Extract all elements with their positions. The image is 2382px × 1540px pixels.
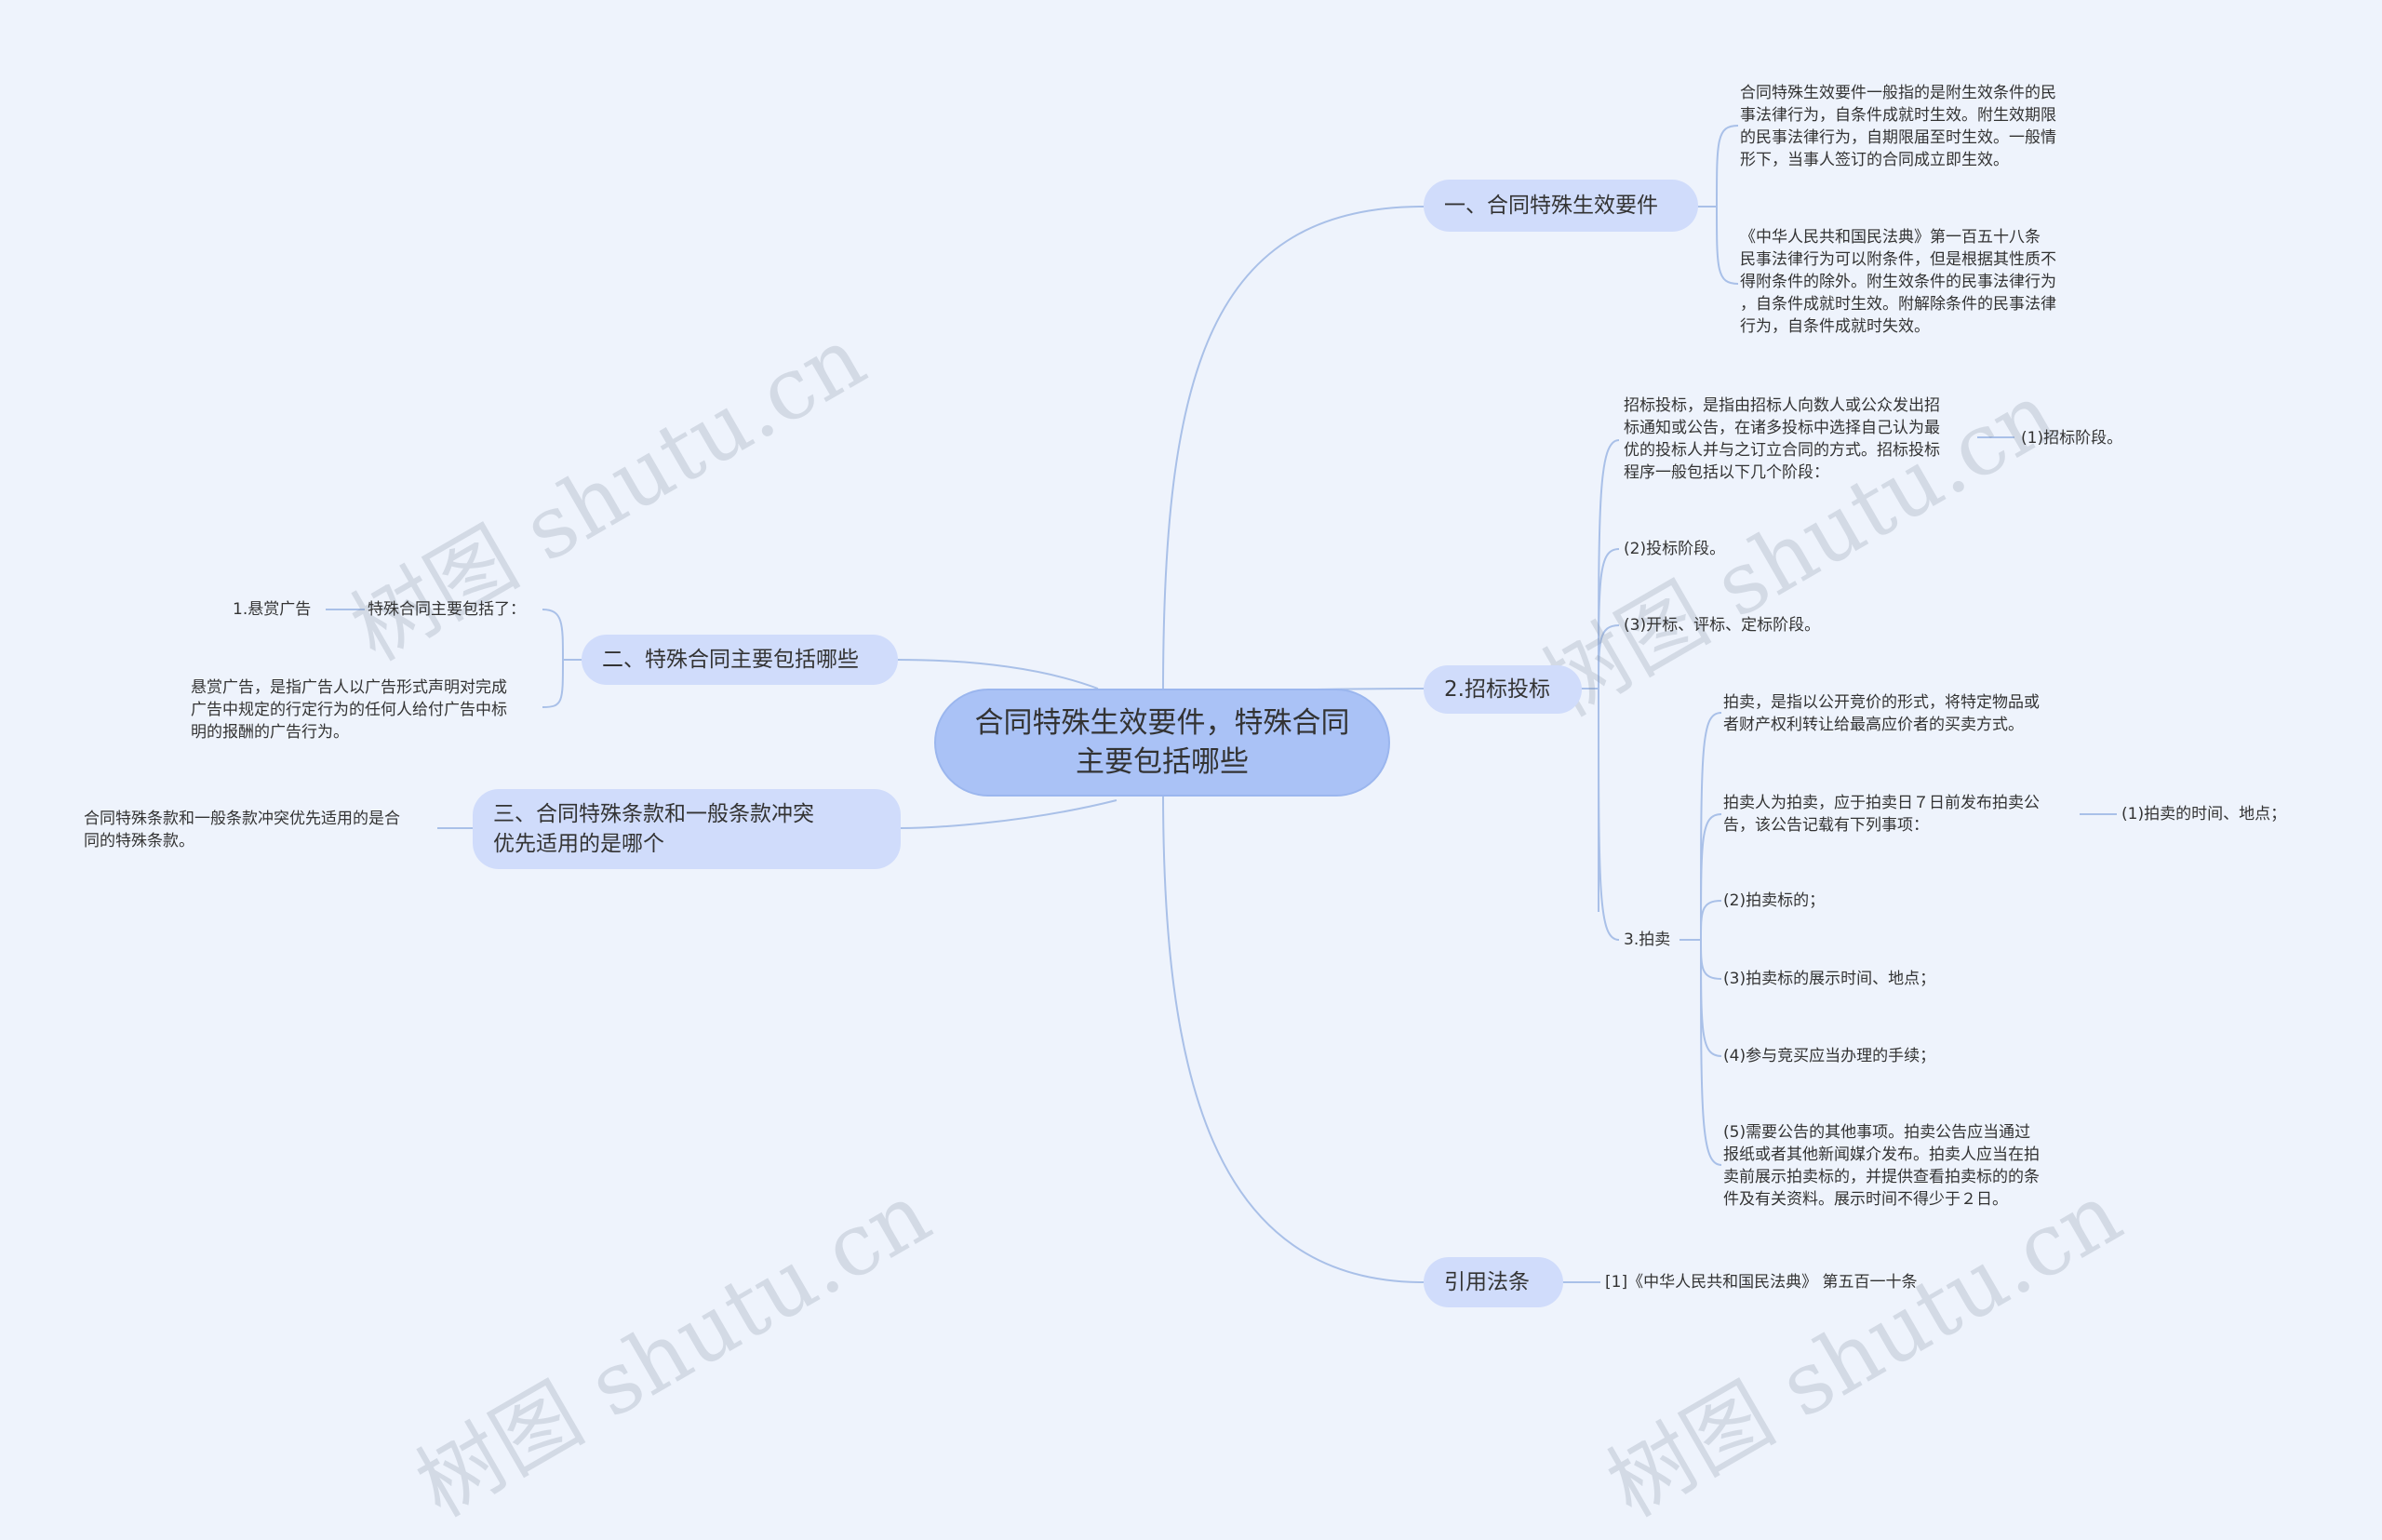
mind-map-canvas: 树图 shutu.cn 树图 shutu.cn 树图 shutu.cn 树图 s… (84, 84, 2287, 1536)
leaf-text: 《中华人民共和国民法典》第一百五十八条 民事法律行为可以附条件，但是根据其性质不… (1740, 228, 2056, 336)
leaf-text: (1)招标阶段。 (2021, 429, 2123, 448)
leaf-text: 招标投标，是指由招标人向数人或公众发出招 标通知或公告，在诸多投标中选择自己认为… (1624, 396, 1940, 482)
leaf-text: (1)拍卖的时间、地点； (2121, 805, 2287, 824)
branch-cited-law[interactable]: 引用法条 (1424, 1257, 1563, 1307)
leaf-text: 拍卖人为拍卖，应于拍卖日７日前发布拍卖公 告，该公告记载有下列事项： (1723, 794, 2040, 835)
branch-special-effective-conditions[interactable]: 一、合同特殊生效要件 (1424, 180, 1698, 232)
leaf-text: 合同特殊生效要件一般指的是附生效条件的民 事法律行为，自条件成就时生效。附生效期… (1740, 84, 2056, 169)
branch-special-contract-types[interactable]: 二、特殊合同主要包括哪些 (582, 635, 898, 685)
leaf-text: (3)拍卖标的展示时间、地点； (1723, 970, 1936, 988)
leaf-text: 悬赏广告，是指广告人以广告形式声明对完成 广告中规定的行定行为的任何人给付广告中… (191, 678, 507, 742)
leaf-text: 拍卖，是指以公开竞价的形式，将特定物品或 者财产权利转让给最高应价者的买卖方式。 (1723, 693, 2040, 734)
leaf-text: (4)参与竞买应当办理的手续； (1723, 1047, 1936, 1065)
leaf-text: (3)开标、评标、定标阶段。 (1624, 616, 1821, 635)
leaf-text: 合同特殊条款和一般条款冲突优先适用的是合 同的特殊条款。 (84, 810, 400, 850)
branch-clause-conflict[interactable]: 三、合同特殊条款和一般条款冲突 优先适用的是哪个 (473, 789, 901, 869)
leaf-text: 1.悬赏广告 (233, 600, 312, 619)
auction-label[interactable]: 3.拍卖 (1624, 931, 1671, 949)
connector-lines (326, 125, 2117, 1283)
leaf-text: 特殊合同主要包括了： (368, 600, 526, 619)
leaf-text: [1]《中华人民共和国民法典》 第五百一十条 (1605, 1273, 1918, 1292)
root-topic[interactable]: 合同特殊生效要件，特殊合同主要包括哪些 (934, 689, 1390, 797)
leaf-text: (2)拍卖标的； (1723, 891, 1826, 910)
leaf-text: (2)投标阶段。 (1624, 540, 1726, 558)
leaf-text: (5)需要公告的其他事项。拍卖公告应当通过 报纸或者其他新闻媒介发布。拍卖人应当… (1723, 1123, 2040, 1209)
branch-bidding[interactable]: 2.招标投标 (1424, 665, 1582, 714)
